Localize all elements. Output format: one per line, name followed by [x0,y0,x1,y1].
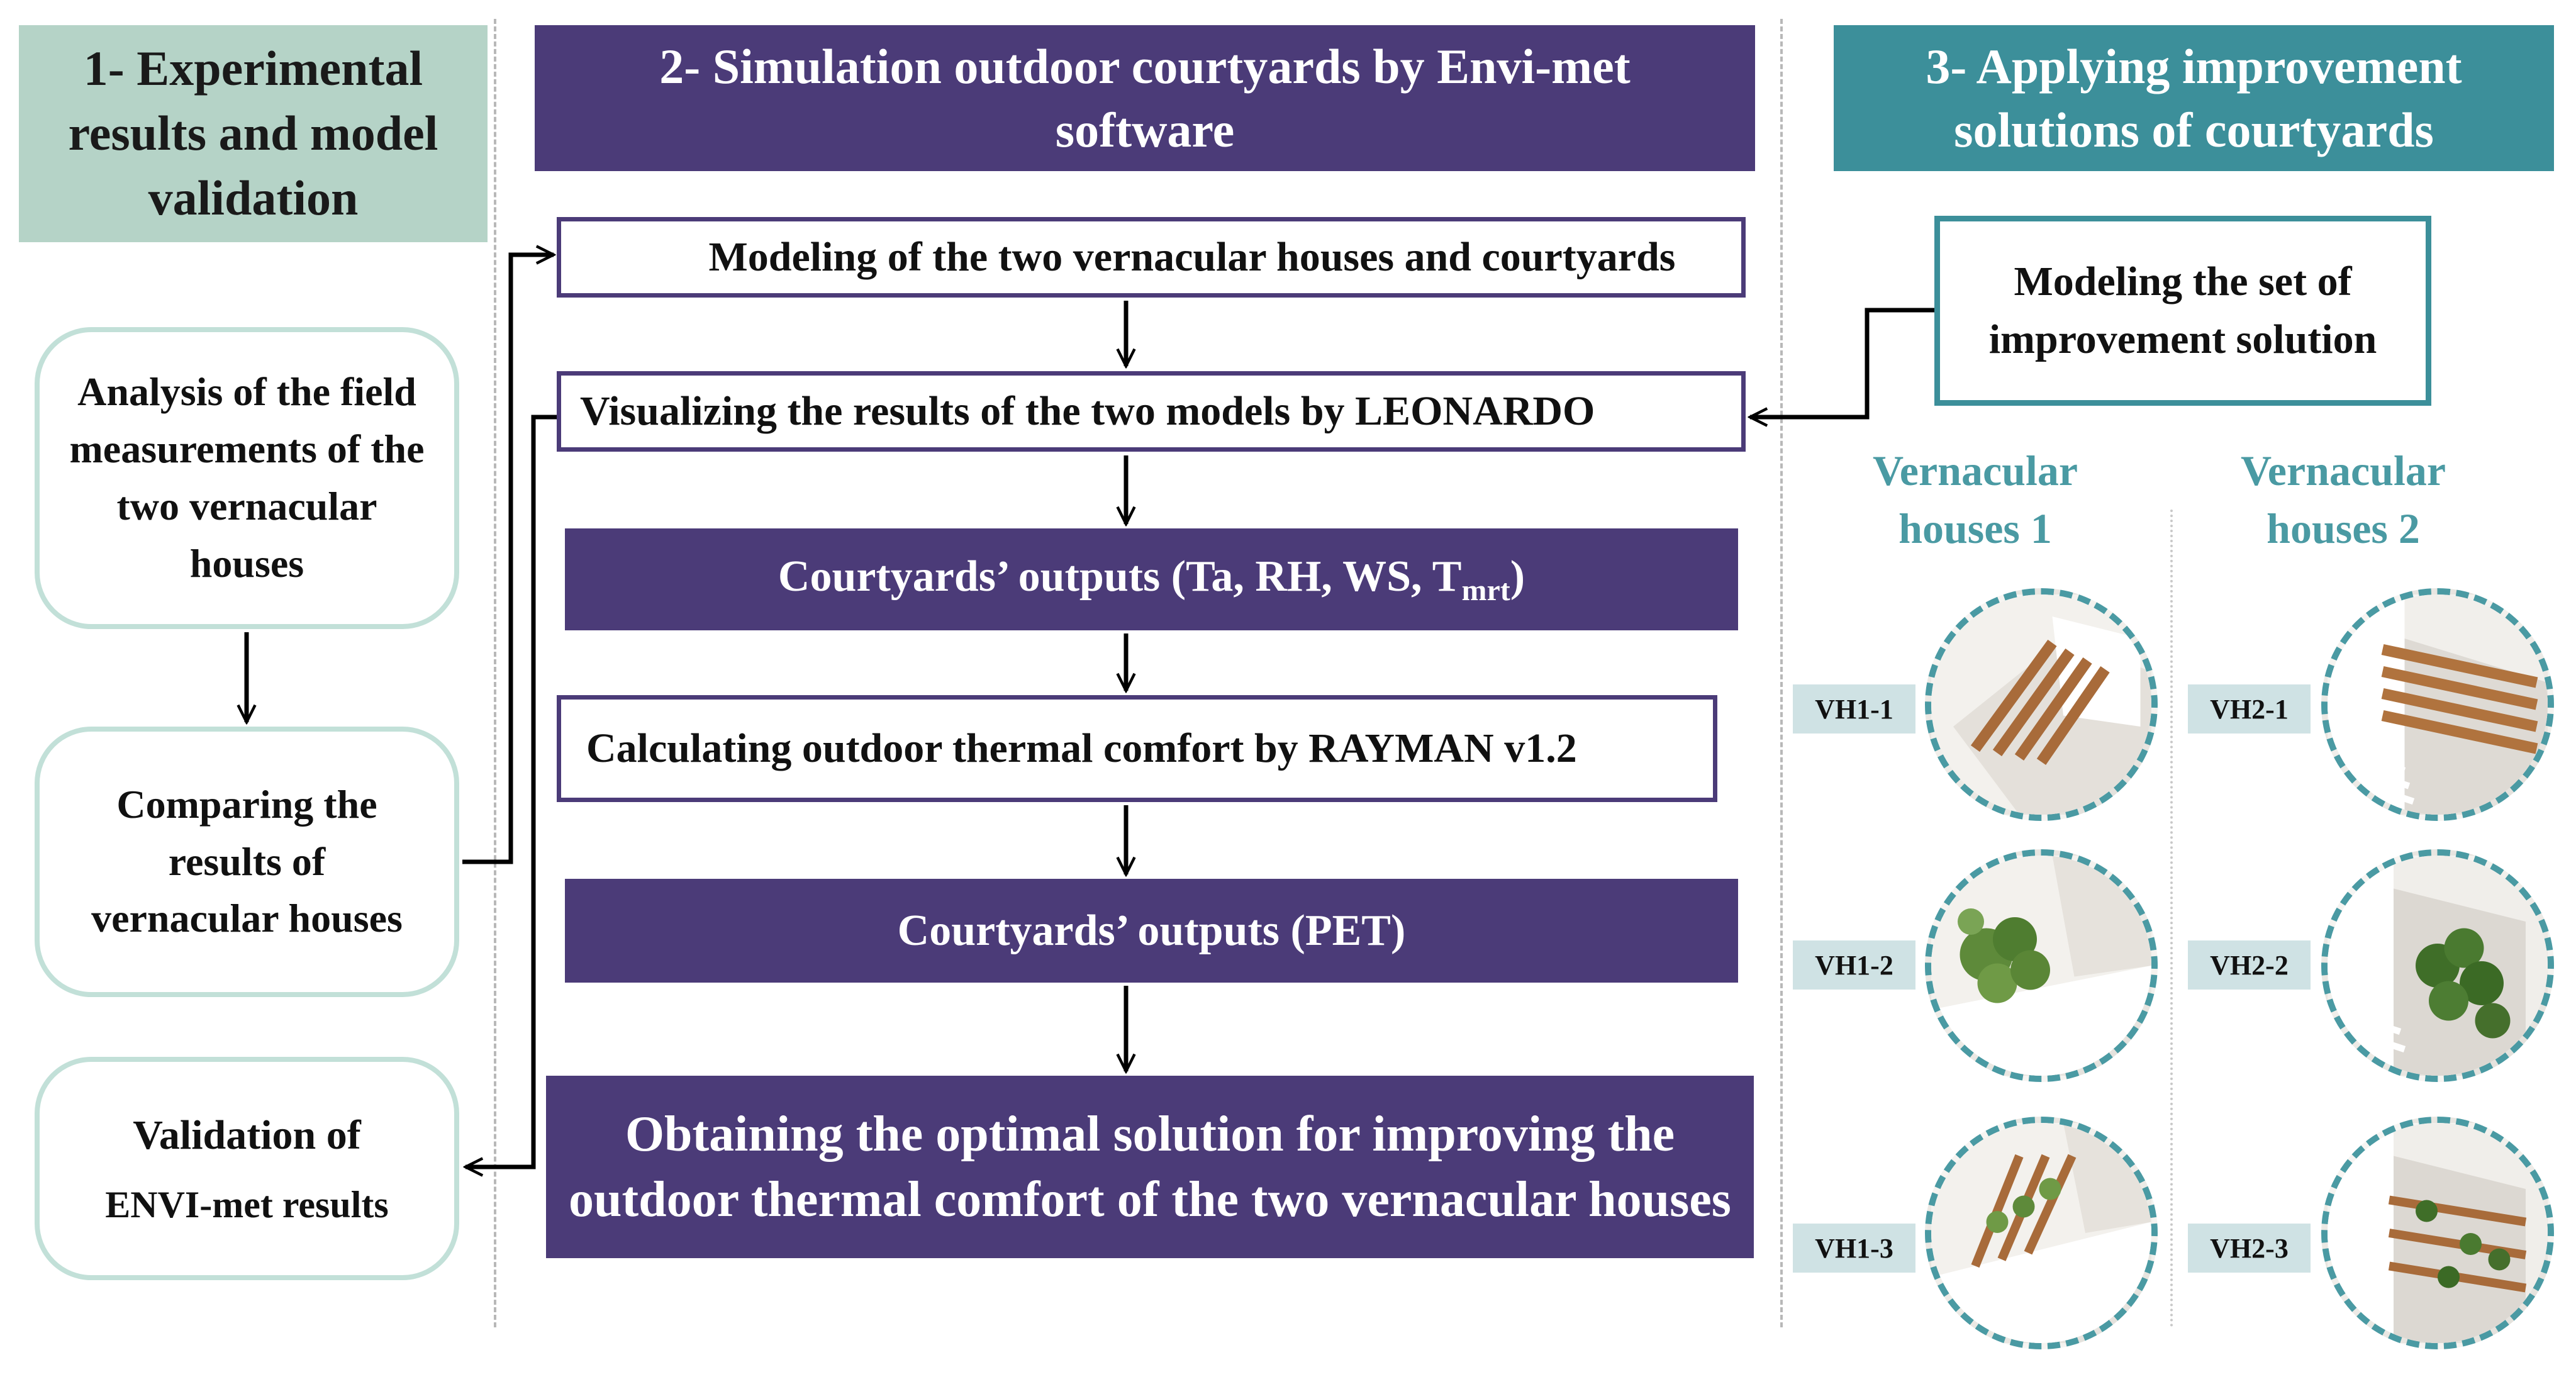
header-simulation-text: 2- Simulation outdoor courtyards by Envi… [659,38,1631,157]
image-vh1-3-pergola-plants [1925,1117,2158,1349]
label-vh2-2: VH2-2 [2188,940,2311,990]
image-vh2-3-pergola-plants [2321,1117,2554,1349]
step-courtyard-outputs-climate-text: Courtyards’ outputs (Ta, RH, WS, Tmrt) [778,552,1525,607]
step-optimal-solution-text: Obtaining the optimal solution for impro… [569,1107,1731,1227]
label-vh2-1: VH2-1 [2188,684,2311,734]
header-simulation: 2- Simulation outdoor courtyards by Envi… [535,25,1755,171]
divider-col1-col2 [494,19,496,1327]
label-vh1-2: VH1-2 [1793,940,1915,990]
box-modeling-improvement: Modeling the set of improvement solution [1934,216,2431,406]
image-vh1-2-trees [1925,849,2158,1082]
step-courtyard-outputs-pet: Courtyards’ outputs (PET) [565,879,1738,983]
step-courtyard-outputs-climate: Courtyards’ outputs (Ta, RH, WS, Tmrt) [565,528,1738,630]
box-comparing-results: Comparing the results of vernacular hous… [35,727,459,997]
title-vernacular-houses-2-text: Vernacular houses 2 [2240,447,2446,552]
arrow-comparing-to-modeling [462,255,554,864]
box-field-measurements: Analysis of the field measurements of th… [35,327,459,629]
header-experimental-results-text: 1- Experimental results and model valida… [68,41,438,225]
image-vh2-2-trees [2321,849,2554,1082]
box-validation: Validation of ENVI-met results [35,1057,459,1280]
step-optimal-solution: Obtaining the optimal solution for impro… [546,1076,1754,1258]
box-comparing-results-text: Comparing the results of vernacular hous… [91,781,403,941]
box-field-measurements-text: Analysis of the field measurements of th… [69,369,425,586]
box-validation-line2: ENVI-met results [105,1183,389,1225]
arrow-visualizing-to-validation [466,415,557,1167]
image-vh1-1-pergola [1925,588,2158,821]
image-vh2-1-pergola [2321,588,2554,821]
step-modeling-houses: Modeling of the two vernacular houses an… [557,217,1746,298]
title-vernacular-houses-1-text: Vernacular houses 1 [1872,447,2078,552]
title-vernacular-houses-1: Vernacular houses 1 [1837,440,2114,560]
label-vh1-1: VH1-1 [1793,684,1915,734]
box-validation-line1: Validation of [133,1112,361,1159]
header-improvement: 3- Applying improvement solutions of cou… [1834,25,2554,171]
box-modeling-improvement-text: Modeling the set of improvement solution [1988,258,2377,362]
label-vh1-3: VH1-3 [1793,1224,1915,1273]
divider-vh1-vh2 [2170,510,2173,1327]
header-improvement-text: 3- Applying improvement solutions of cou… [1926,38,2462,157]
step-visualizing-leonardo: Visualizing the results of the two model… [557,371,1746,452]
step-visualizing-leonardo-text: Visualizing the results of the two model… [580,388,1595,434]
header-experimental-results: 1- Experimental results and model valida… [19,25,488,242]
step-rayman-text: Calculating outdoor thermal comfort by R… [586,725,1577,771]
divider-col2-col3 [1780,19,1783,1327]
step-courtyard-outputs-pet-text: Courtyards’ outputs (PET) [897,906,1406,955]
step-modeling-houses-text: Modeling of the two vernacular houses an… [708,234,1676,280]
title-vernacular-houses-2: Vernacular houses 2 [2205,440,2482,560]
step-rayman: Calculating outdoor thermal comfort by R… [557,695,1717,802]
label-vh2-3: VH2-3 [2188,1224,2311,1273]
arrow-improvement-to-visualizing [1750,308,1934,417]
